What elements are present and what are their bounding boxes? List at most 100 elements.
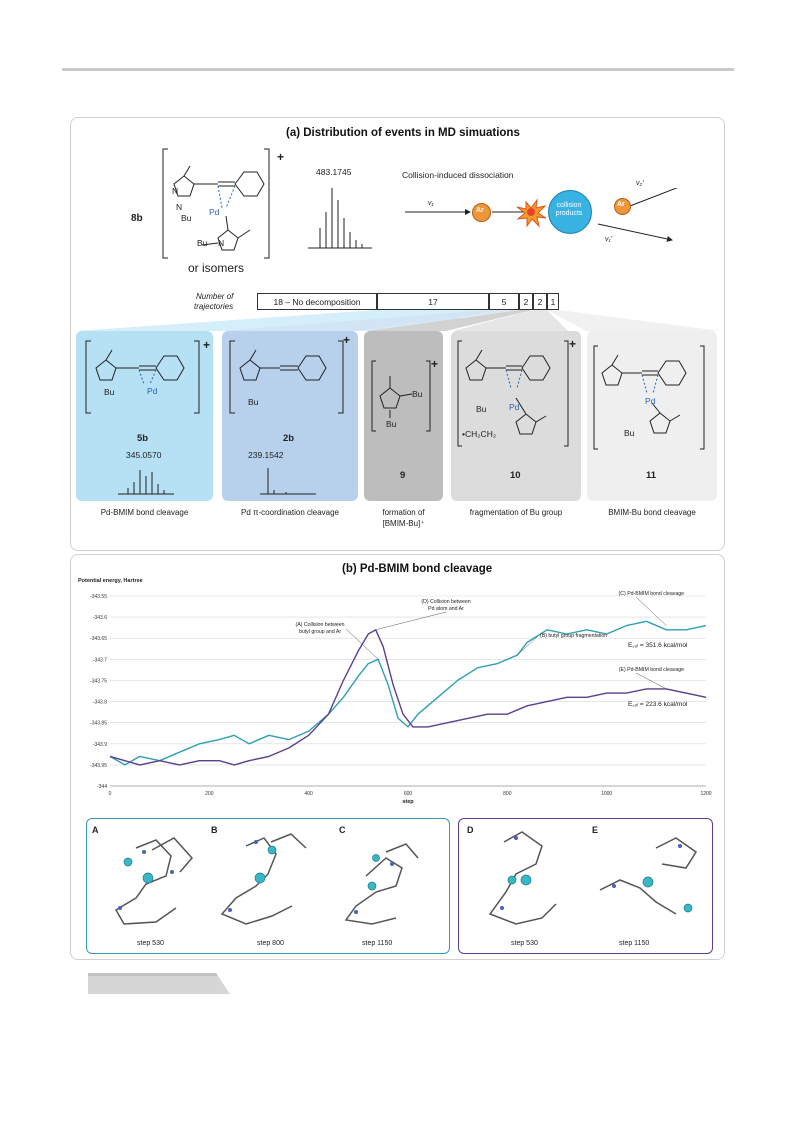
bar-segment-11: 1: [547, 293, 559, 310]
x-axis-label: step: [402, 799, 414, 805]
annotation-a-line1: (A) Collision between: [295, 622, 344, 628]
footer-gray-tab: [88, 973, 230, 994]
card-11-caption: BMIM-Bu bond cleavage: [608, 508, 696, 517]
y-tick-label: -343.8: [93, 700, 107, 706]
x-tick-label: 1000: [601, 791, 612, 797]
card-10: [451, 331, 581, 501]
ms-value-8b: 483.1745: [316, 167, 352, 177]
v1-label: v₁: [428, 200, 434, 207]
annotation-a-leader: [345, 628, 379, 660]
card-2b-caption: Pd π-coordination cleavage: [240, 508, 340, 517]
frame-step-c: step 1150: [362, 940, 393, 947]
card-5b-bg: [76, 331, 213, 501]
frames-box-right: [458, 818, 713, 954]
charge-plus-9: +: [431, 357, 439, 371]
cid-label: Collision-induced dissociation: [402, 170, 514, 180]
card-9-compound: 9: [400, 470, 406, 481]
panel-b-title: (b) Pd-BMIM bond cleavage: [342, 563, 493, 575]
bar-to-card-funnels: [76, 310, 721, 331]
card-11-bg: [587, 331, 717, 501]
molecule-5b: [85, 340, 200, 414]
card-11: [587, 331, 717, 501]
bar-segment-5b: 17: [377, 293, 489, 310]
compound-8b-label: 8b: [131, 213, 143, 224]
pd-label-5b: Pd: [147, 386, 158, 396]
y-tick-label: -343.55: [90, 594, 107, 600]
molecule-8b: [162, 148, 270, 259]
v1-prime-label: v₁': [605, 236, 613, 243]
card-5b-caption: Pd-BMIM bond cleavage: [100, 508, 189, 517]
y-tick-label: -343.85: [90, 721, 107, 727]
bar-segment-10: 2: [533, 293, 547, 310]
bu-label-9-2: Bu: [386, 419, 397, 429]
bar-segment-2b: 5: [489, 293, 519, 310]
bar-segment-no-decomposition: 18 – No decomposition: [257, 293, 377, 310]
ms-value-2b: 239.1542: [248, 450, 284, 460]
or-isomers-label: or isomers: [188, 261, 245, 275]
annotation-d-leader: [375, 611, 447, 631]
md-snapshots: [114, 831, 698, 925]
energy-chart: -343.55-343.6-343.65-343.7-343.75-343.8-…: [90, 591, 712, 805]
collision-products-label: collision products: [555, 202, 583, 217]
frame-step-b: step 800: [257, 940, 284, 947]
bar-label-6: 1: [550, 296, 556, 307]
pd-label-8b: Pd: [209, 207, 220, 217]
charge-plus-8b: +: [277, 150, 285, 164]
charge-plus-10: +: [569, 337, 577, 351]
annotation-b: (B) butyl group fragmentation: [540, 633, 607, 639]
annotation-d-line2: Pd atom and Ar: [428, 606, 464, 612]
frame-letter-c: C: [339, 825, 346, 835]
bu-label-8b-2: Bu: [197, 238, 208, 248]
frames-box-left: [86, 818, 450, 954]
card-9-caption-2: [BMIM-Bu]⁺: [382, 519, 425, 528]
bar-label-2: 17: [428, 296, 438, 307]
frame-step-d: step 530: [511, 940, 538, 947]
molecule-10: [457, 340, 569, 447]
bar-segment-9: 2: [519, 293, 533, 310]
annotation-e-leader: [635, 672, 667, 690]
card-5b: [76, 331, 213, 501]
frame-letter-e: E: [592, 825, 599, 835]
n-label-8b-1: N: [172, 186, 179, 196]
charge-plus-5b: +: [203, 338, 211, 352]
x-tick-label: 1200: [700, 791, 711, 797]
frame-letter-a: A: [92, 825, 99, 835]
argon-label-2: Ar: [617, 201, 625, 208]
page-top-rule: [62, 68, 734, 71]
radical-chain-10: •CH₂CH₂: [462, 429, 497, 439]
annotation-b-leader: [517, 635, 539, 656]
frame-letter-b: B: [211, 825, 218, 835]
annotation-c-leader: [635, 596, 667, 626]
x-tick-label: 600: [404, 791, 413, 797]
card-10-caption: fragmentation of Bu group: [469, 508, 563, 517]
molecule-9: [371, 360, 431, 432]
card-10-bg: [451, 331, 581, 501]
bu-label-8b-1: Bu: [181, 213, 192, 223]
x-tick-label: 0: [109, 791, 112, 797]
ecol-value-1: E꜀ₒₗ = 351.6 kcal/mol: [628, 642, 688, 649]
series-line-1: [109, 620, 707, 766]
molecule-2b: [229, 340, 344, 414]
panel-a-title: (a) Distribution of events in MD simuati…: [286, 127, 520, 139]
argon-atom-1: [472, 203, 491, 222]
y-tick-label: -343.6: [93, 615, 107, 621]
trajectories-label-2: trajectories: [194, 302, 234, 311]
panel-b: [70, 554, 725, 960]
bu-label-10: Bu: [476, 404, 487, 414]
x-tick-label: 800: [503, 791, 512, 797]
charge-plus-2b: +: [343, 333, 351, 347]
trajectories-label-1: Number of: [196, 292, 234, 301]
bar-label-5: 2: [537, 296, 543, 307]
card-5b-compound: 5b: [137, 433, 149, 444]
y-tick-label: -343.9: [93, 742, 107, 748]
argon-label-1: Ar: [476, 207, 484, 214]
series-line-2: [109, 629, 707, 766]
card-2b: [222, 331, 358, 501]
y-tick-label: -344: [97, 784, 107, 790]
frame-letter-d: D: [467, 825, 474, 835]
bar-label-4: 2: [523, 296, 529, 307]
mass-spectrum-8b: [308, 188, 372, 249]
ecol-value-2: E꜀ₒₗ = 223.6 kcal/mol: [628, 701, 688, 708]
bu-label-9-1: Bu: [412, 389, 423, 399]
pd-label-11: Pd: [645, 396, 656, 406]
